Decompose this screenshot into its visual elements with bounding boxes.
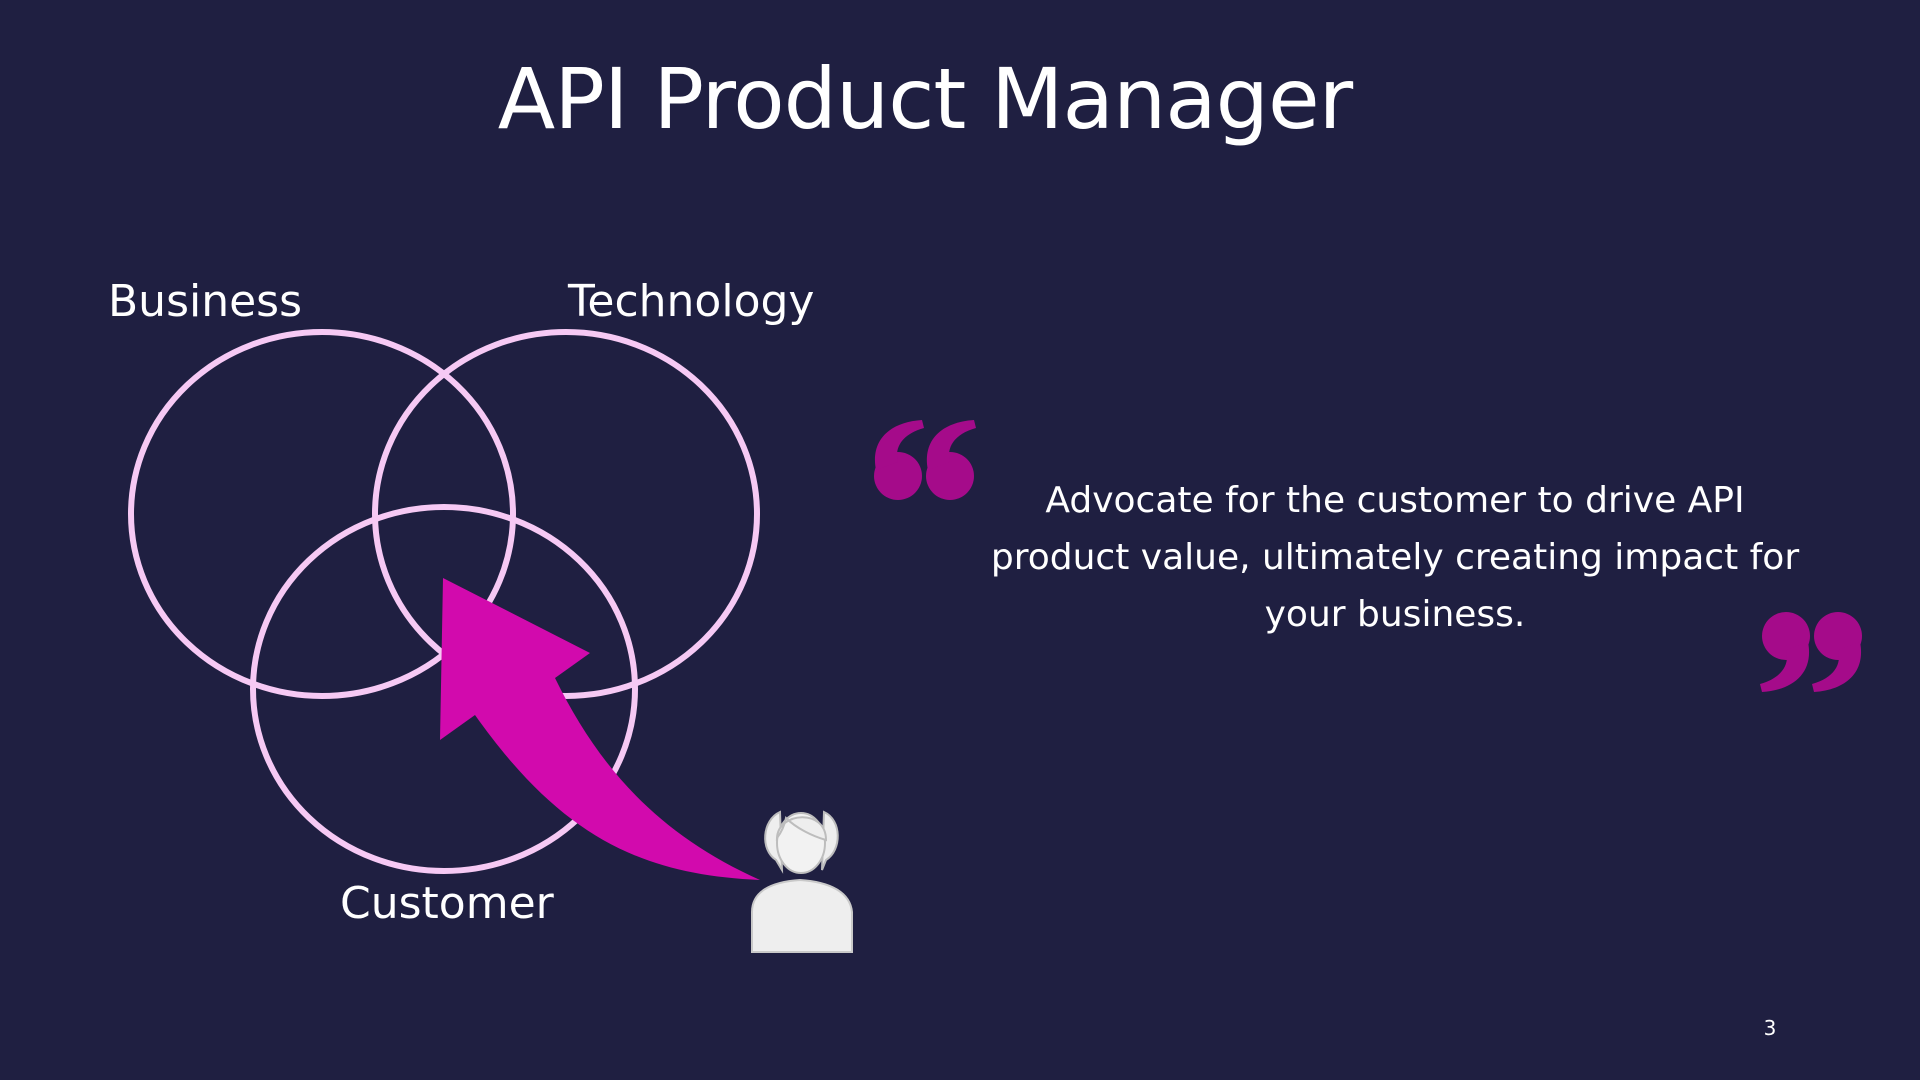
venn-circle-business xyxy=(128,329,516,699)
venn-circle-technology xyxy=(372,329,760,699)
curved-arrow-icon xyxy=(440,578,760,880)
quote-text: Advocate for the customer to drive API p… xyxy=(990,480,1800,635)
slide-title: API Product Manager xyxy=(497,50,1353,148)
person-icon xyxy=(751,810,853,953)
open-quote-icon xyxy=(874,420,976,500)
venn-circle-customer xyxy=(250,504,638,874)
venn-label-business: Business xyxy=(108,276,303,327)
venn-label-technology: Technology xyxy=(568,276,815,327)
close-quote-icon xyxy=(1760,612,1862,692)
venn-label-customer: Customer xyxy=(340,878,554,929)
page-number: 3 xyxy=(1763,1016,1777,1040)
